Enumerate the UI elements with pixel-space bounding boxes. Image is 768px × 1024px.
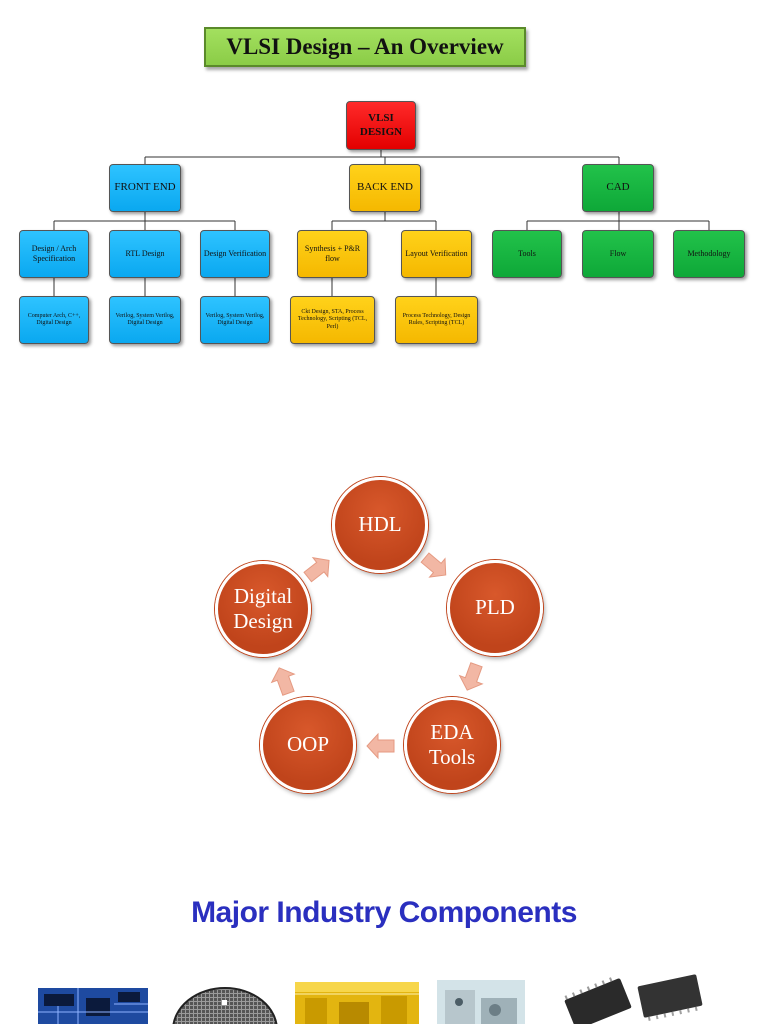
fab-equipment-icon bbox=[437, 980, 525, 1024]
cad-node: CAD bbox=[582, 164, 654, 212]
cycle-node-eda-tools: EDA Tools bbox=[404, 697, 500, 793]
silicon-wafer-photo bbox=[170, 986, 280, 1024]
fab-equipment-photo bbox=[437, 980, 525, 1024]
industry-components-title: Major Industry Components bbox=[191, 896, 577, 929]
cycle-node-oop: OOP bbox=[260, 697, 356, 793]
synthesis-pr-flow-detail: Ckt Design, STA, Process Technology, Scr… bbox=[290, 296, 375, 344]
root-node-vlsi-design: VLSI DESIGN bbox=[346, 101, 416, 150]
rtl-design-detail: Verilog, System Verilog, Digital Design bbox=[109, 296, 181, 344]
arrow-digital-to-hdl bbox=[303, 556, 330, 583]
cycle-node-digital-design: Digital Design bbox=[215, 561, 311, 657]
diagram-title: VLSI Design – An Overview bbox=[204, 27, 526, 67]
circuit-board-icon bbox=[38, 988, 148, 1024]
clean-room-photo bbox=[295, 982, 419, 1024]
back-end-node: BACK END bbox=[349, 164, 421, 212]
layout-verification-detail: Process Technology, Design Rules, Script… bbox=[395, 296, 478, 344]
cycle-node-hdl: HDL bbox=[332, 477, 428, 573]
ic-chips-icon bbox=[564, 974, 703, 1024]
front-end-node: FRONT END bbox=[109, 164, 181, 212]
synthesis-pr-flow-node: Synthesis + P&R flow bbox=[297, 230, 368, 278]
cad-tools-node: Tools bbox=[492, 230, 562, 278]
tree-connectors bbox=[53, 150, 710, 296]
clean-room-icon bbox=[295, 982, 419, 1024]
rtl-design-node: RTL Design bbox=[109, 230, 181, 278]
ic-chips-photo bbox=[560, 974, 706, 1024]
cycle-node-pld: PLD bbox=[447, 560, 543, 656]
design-arch-spec-node: Design / Arch Specification bbox=[19, 230, 89, 278]
arrow-hdl-to-pld bbox=[420, 552, 447, 578]
arrow-pld-to-eda bbox=[458, 662, 484, 691]
wafer-icon bbox=[172, 987, 278, 1024]
circuit-board-photo bbox=[38, 988, 148, 1024]
design-verification-detail: Verilog, System Verilog, Digital Design bbox=[200, 296, 270, 344]
cad-flow-node: Flow bbox=[582, 230, 654, 278]
arrow-eda-to-oop bbox=[366, 732, 395, 760]
design-arch-spec-detail: Computer Arch, C++, Digital Design bbox=[19, 296, 89, 344]
design-verification-node: Design Verification bbox=[200, 230, 270, 278]
cad-methodology-node: Methodology bbox=[673, 230, 745, 278]
layout-verification-node: Layout Verification bbox=[401, 230, 472, 278]
arrow-oop-to-digital bbox=[270, 667, 296, 696]
